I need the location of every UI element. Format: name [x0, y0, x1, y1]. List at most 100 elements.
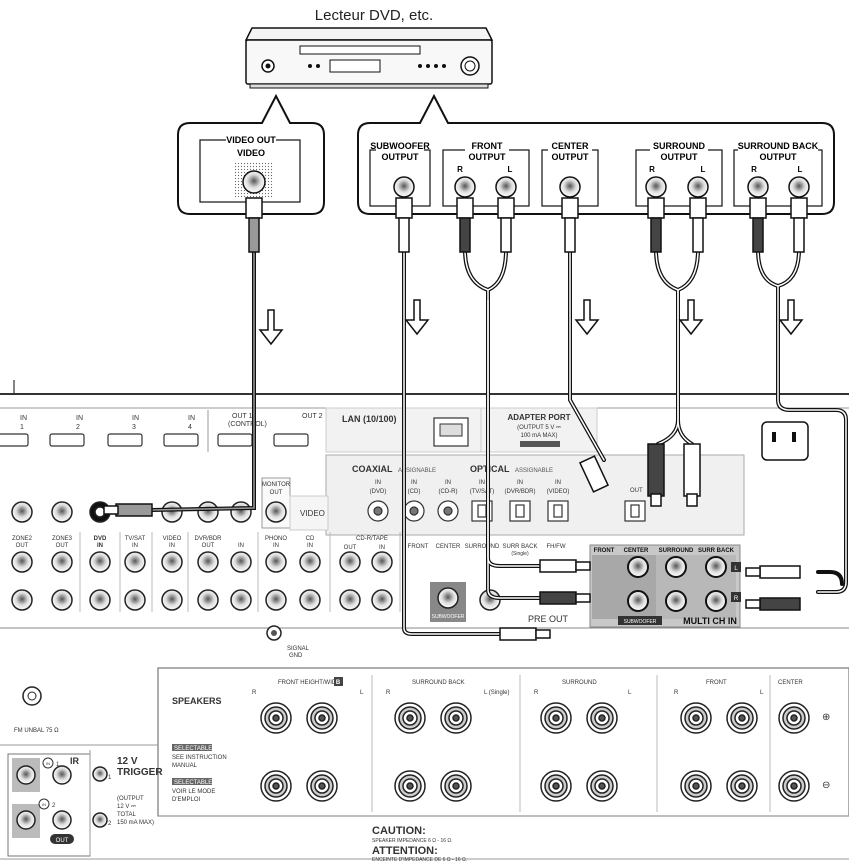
svg-text:TRIGGER: TRIGGER [117, 767, 163, 778]
svg-text:(OUTPUT 5 V ⎓: (OUTPUT 5 V ⎓ [517, 425, 561, 431]
svg-text:B: B [336, 680, 341, 686]
svg-text:12 V: 12 V [117, 756, 138, 767]
svg-text:(CD): (CD) [408, 489, 421, 495]
svg-text:CENTER: CENTER [778, 680, 803, 686]
svg-text:L (Single): L (Single) [484, 690, 509, 696]
speaker-terminal [598, 782, 606, 790]
speaker-terminal [692, 714, 700, 722]
receiver-lower-panel: FM UNBAL 75 Ω IR IN 1 IN 2 OUT 12 V TRIG… [0, 667, 849, 868]
svg-text:OUT 1: OUT 1 [232, 413, 253, 420]
svg-text:150 mA MAX): 150 mA MAX) [117, 820, 154, 826]
svg-text:GND: GND [289, 653, 303, 659]
svg-text:OPTICAL: OPTICAL [470, 464, 510, 474]
svg-text:CD-R/TAPE: CD-R/TAPE [356, 536, 388, 542]
svg-text:L: L [360, 690, 364, 696]
svg-text:(TV/SAT): (TV/SAT) [470, 489, 495, 495]
svg-text:SPEAKERS: SPEAKERS [172, 696, 222, 706]
svg-text:SIGNAL: SIGNAL [287, 646, 310, 652]
svg-text:R: R [457, 165, 463, 174]
speaker-terminal [452, 782, 460, 790]
svg-text:IN: IN [20, 415, 27, 422]
svg-text:⊕: ⊕ [822, 712, 830, 723]
svg-text:R: R [252, 690, 257, 696]
svg-text:SURROUND BACK: SURROUND BACK [738, 141, 819, 151]
speaker-terminal [406, 782, 414, 790]
svg-text:D'EMPLOI: D'EMPLOI [172, 797, 200, 803]
svg-text:SURROUND: SURROUND [653, 141, 706, 151]
svg-text:ENCEINTE D'IMPEDANCE DE 6 Ω -: ENCEINTE D'IMPEDANCE DE 6 Ω - 16 Ω. [372, 857, 467, 863]
svg-text:ADAPTER PORT: ADAPTER PORT [507, 413, 570, 422]
svg-text:SURR BACK: SURR BACK [698, 548, 735, 554]
video-out-title: VIDEO OUT [226, 135, 276, 145]
svg-text:OUT: OUT [56, 838, 69, 844]
svg-text:DVR/BDR: DVR/BDR [194, 536, 222, 542]
svg-text:IN: IN [97, 543, 103, 549]
svg-text:(DVD): (DVD) [370, 489, 387, 495]
svg-text:ZONE2: ZONE2 [12, 536, 33, 542]
speaker-terminals [260, 702, 810, 802]
svg-text:SURROUND: SURROUND [562, 680, 597, 686]
svg-text:IN: IN [445, 480, 451, 486]
svg-text:IN: IN [375, 480, 381, 486]
svg-text:SURROUND: SURROUND [659, 548, 694, 554]
svg-text:L: L [508, 165, 513, 174]
svg-text:⊖: ⊖ [822, 780, 830, 791]
svg-text:IN: IN [46, 761, 50, 766]
svg-text:PRE OUT: PRE OUT [528, 614, 569, 624]
svg-text:SELECTABLE: SELECTABLE [174, 780, 212, 786]
svg-text:SUBWOOFER: SUBWOOFER [432, 614, 465, 620]
svg-text:SURR BACK: SURR BACK [502, 544, 537, 550]
svg-text:4: 4 [188, 424, 192, 431]
svg-text:ZONE3: ZONE3 [52, 536, 73, 542]
speaker-terminal [272, 714, 280, 722]
svg-text:OUT 2: OUT 2 [302, 413, 323, 420]
svg-text:12 V ⎓: 12 V ⎓ [117, 804, 136, 810]
rca-plugs-receiver [103, 443, 801, 641]
ac-inlet [761, 421, 809, 461]
speaker-terminal [738, 714, 746, 722]
svg-text:OUT: OUT [56, 543, 69, 549]
speaker-terminal [552, 782, 560, 790]
svg-text:3: 3 [132, 424, 136, 431]
svg-text:OUTPUT: OUTPUT [382, 152, 420, 162]
svg-text:SPEAKER IMPEDANCE 6 Ω - 16 Ω.: SPEAKER IMPEDANCE 6 Ω - 16 Ω. [372, 838, 453, 844]
svg-text:1: 1 [108, 775, 112, 781]
svg-text:OUTPUT: OUTPUT [760, 152, 798, 162]
svg-text:TOTAL: TOTAL [117, 812, 136, 818]
svg-text:OUTPUT: OUTPUT [661, 152, 699, 162]
svg-text:VIDEO: VIDEO [163, 536, 182, 542]
speaker-terminal [790, 714, 798, 722]
svg-text:MANUAL: MANUAL [172, 763, 198, 769]
svg-text:CENTER: CENTER [551, 141, 589, 151]
svg-text:IN: IN [76, 415, 83, 422]
speaker-terminal [318, 714, 326, 722]
svg-text:IN: IN [132, 415, 139, 422]
audio-outputs-callout: SUBWOOFER OUTPUT FRONT OUTPUT R L CENTER… [357, 93, 835, 215]
svg-text:(CONTROL): (CONTROL) [228, 421, 267, 428]
svg-text:FRONT: FRONT [594, 548, 615, 554]
svg-text:ASSIGNABLE: ASSIGNABLE [398, 468, 436, 474]
video-label: VIDEO [237, 148, 265, 158]
svg-text:LAN (10/100): LAN (10/100) [342, 414, 397, 424]
svg-text:2: 2 [108, 821, 112, 827]
svg-text:IN: IN [188, 415, 195, 422]
svg-text:DVD: DVD [94, 536, 107, 542]
svg-text:IN: IN [307, 543, 313, 549]
svg-text:L: L [701, 165, 706, 174]
svg-text:FRONT HEIGHT/WIDE/: FRONT HEIGHT/WIDE/ [278, 680, 342, 686]
svg-text:OUT: OUT [16, 543, 29, 549]
svg-text:SURROUND BACK: SURROUND BACK [412, 680, 465, 686]
svg-text:R: R [386, 690, 391, 696]
svg-text:FM UNBAL 75 Ω: FM UNBAL 75 Ω [14, 728, 59, 734]
svg-text:IN: IN [42, 802, 46, 807]
svg-text:IN: IN [132, 543, 138, 549]
svg-text:OUT: OUT [344, 545, 357, 551]
speaker-terminal [272, 782, 280, 790]
svg-text:OUTPUT: OUTPUT [469, 152, 507, 162]
svg-text:MONITOR: MONITOR [262, 482, 291, 488]
svg-text:FRONT: FRONT [408, 544, 429, 550]
video-out-jack [242, 170, 266, 194]
svg-text:FH/FW: FH/FW [547, 544, 566, 550]
cables [150, 248, 848, 636]
svg-text:SURROUND: SURROUND [465, 544, 500, 550]
